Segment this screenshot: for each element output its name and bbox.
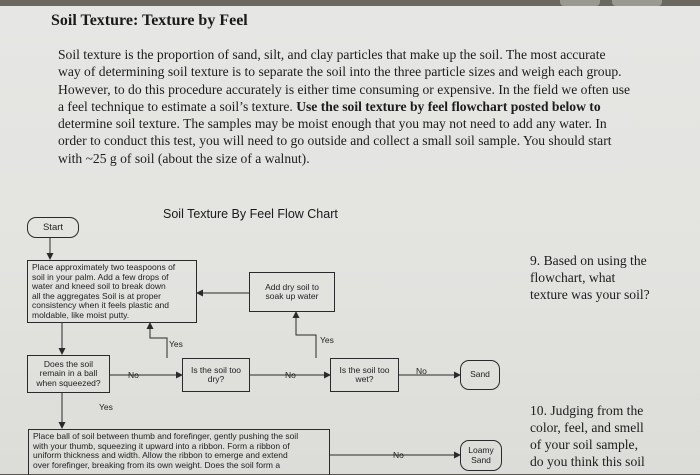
question-10: 10. Judging from the color, feel, and sm… <box>530 402 645 470</box>
start-label: Start <box>42 221 64 233</box>
question-text: dry? <box>207 374 225 384</box>
step-text: Place ball of soil between thumb and for… <box>33 431 299 441</box>
question-text: wet? <box>355 374 374 384</box>
worksheet-heading: Soil Texture: Texture by Feel <box>51 12 248 29</box>
step-text: Place approximately two teaspoons of <box>32 262 176 272</box>
step-text: soak up water <box>265 291 319 301</box>
start-node: Start <box>27 217 79 238</box>
connector-line <box>292 311 317 358</box>
step-text: moldable, like moist putty. <box>32 309 130 320</box>
paragraph-line: a feel technique to estimate a soil’s te… <box>58 98 696 115</box>
no-label: No <box>393 450 404 460</box>
question-line: texture was your soil? <box>530 287 650 302</box>
step-text: Add dry soil to <box>265 281 319 292</box>
step-text: consistency when it feels plastic and <box>32 300 170 310</box>
add-dry-soil-box: Add dry soil to soak up water <box>249 272 335 312</box>
paragraph-line: determine soil texture. The samples may … <box>58 115 696 132</box>
question-line: 9. Based on using the <box>530 253 647 268</box>
step-text: all the aggregates Soil is at proper <box>32 290 161 301</box>
ribbon-step-box: Place ball of soil between thumb and for… <box>28 429 330 475</box>
question-text: Is the soil too <box>190 364 242 375</box>
question-text: Is the soil too <box>339 364 390 375</box>
paragraph-text: The samples may be moist enough that you… <box>179 116 607 132</box>
step-text: uniform thickness and width. Allow the r… <box>33 450 288 460</box>
question-9: 9. Based on using the flowchart, what te… <box>530 252 650 303</box>
question-text: when squeezed? <box>36 377 101 388</box>
paragraph-bold-instruction: Use the soil texture by feel flowchart p… <box>296 98 601 114</box>
result-label: Loamy <box>468 445 494 455</box>
question-text: Does the soil <box>43 358 94 369</box>
ball-question-box: Does the soil remain in a ball when sque… <box>27 355 110 393</box>
connector-line <box>146 322 168 358</box>
question-line: flowchart, what <box>530 270 616 285</box>
place-soil-step-box: Place approximately two teaspoons of soi… <box>27 260 197 323</box>
flowchart-title: Soil Texture By Feel Flow Chart <box>163 207 338 221</box>
question-text: remain in a ball <box>39 368 98 379</box>
paragraph-line: Soil texture is the proportion of sand, … <box>58 47 606 62</box>
yes-label: Yes <box>320 335 334 345</box>
paragraph-line: However, to do this procedure accurately… <box>58 81 631 97</box>
too-dry-question-box: Is the soil too dry? <box>182 358 250 392</box>
result-label: Sand <box>471 454 491 465</box>
question-line: of your soil sample, <box>530 437 638 452</box>
intro-paragraph: Soil texture is the proportion of sand, … <box>58 46 696 167</box>
yes-label: Yes <box>99 402 113 412</box>
no-label: No <box>416 366 427 376</box>
paragraph-line: way of determining soil texture is to se… <box>58 64 622 80</box>
top-edge-mark <box>612 0 662 6</box>
sand-result-node: Sand <box>460 360 500 390</box>
step-text: with your thumb, squeezing it upward int… <box>33 440 290 451</box>
too-wet-question-box: Is the soil too wet? <box>330 358 399 392</box>
question-line: 10. Judging from the <box>530 403 644 418</box>
page-top-edge <box>0 0 700 6</box>
no-label: No <box>285 370 296 380</box>
yes-label: Yes <box>169 339 183 349</box>
result-label: Sand <box>470 369 490 380</box>
step-text: over forefinger, breaking from its own w… <box>33 459 281 470</box>
step-text: soil in your palm. Add a few drops of <box>32 271 169 282</box>
step-text: water and kneed soil to break down <box>32 281 166 291</box>
question-line: do you think this soil <box>530 454 645 469</box>
question-line: color, feel, and smell <box>530 420 644 435</box>
paragraph-line: with ~25 g of soil (about the size of a … <box>58 150 310 166</box>
top-edge-mark <box>560 0 600 6</box>
paragraph-text: a feel technique to estimate a soil’s te… <box>58 98 297 114</box>
paragraph-line: order to conduct this test, you will nee… <box>58 133 612 149</box>
no-label: No <box>128 370 139 380</box>
paragraph-text: determine soil texture. <box>58 116 180 132</box>
loamy-sand-result-node: Loamy Sand <box>460 440 502 471</box>
